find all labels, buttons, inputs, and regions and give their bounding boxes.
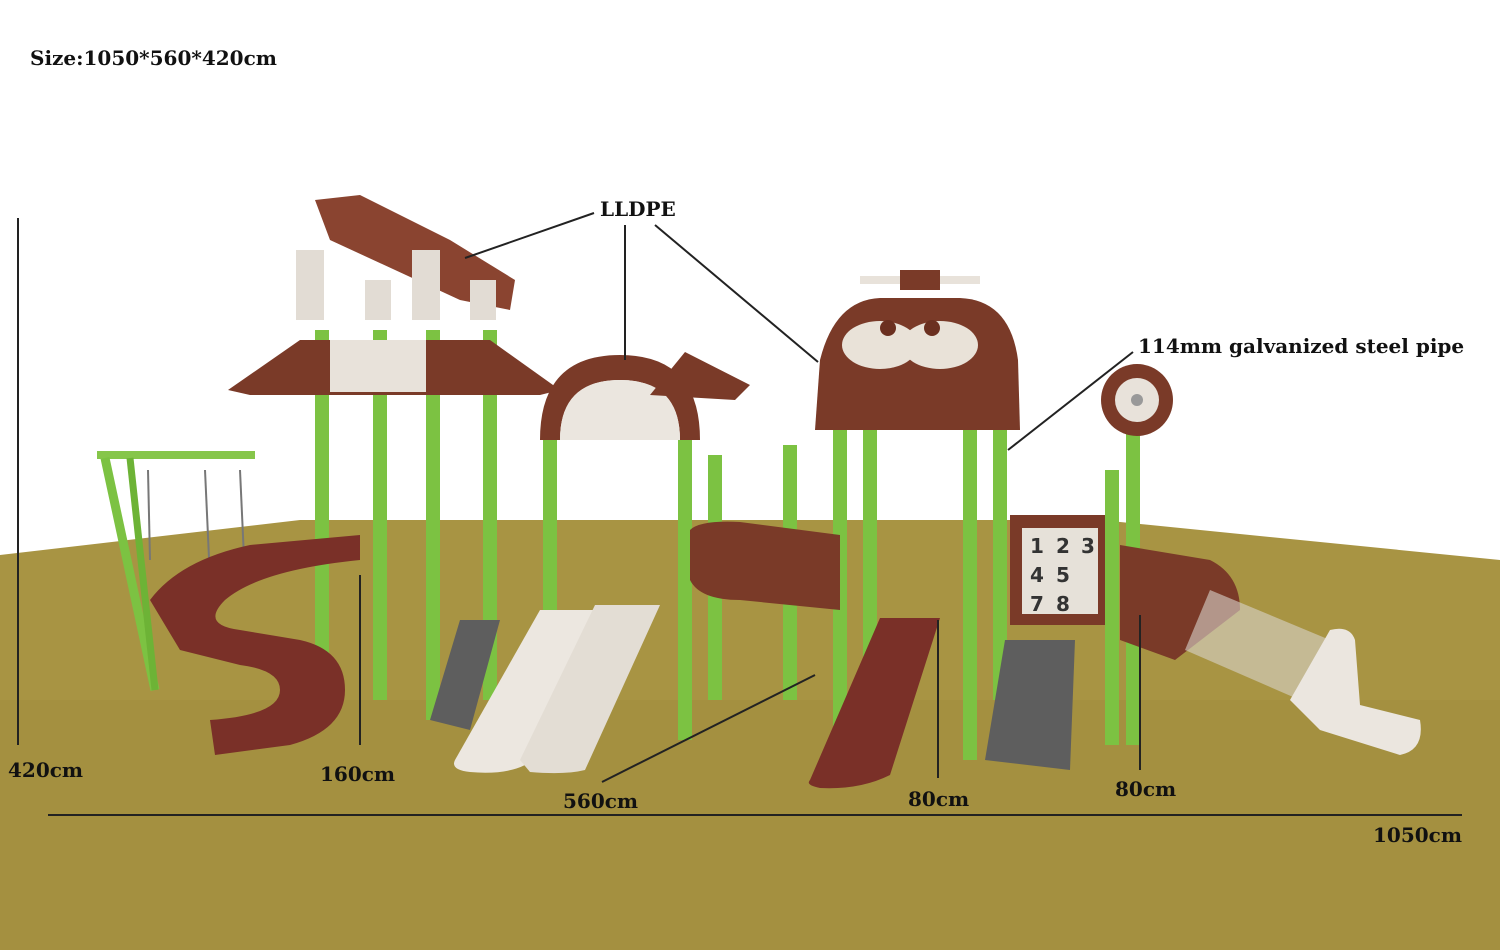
panel-digit: 3 bbox=[1081, 534, 1095, 558]
wheel-sign bbox=[1101, 364, 1173, 436]
panel-digit: 4 bbox=[1030, 563, 1044, 587]
material-label: LLDPE bbox=[600, 197, 676, 221]
tunnel-tube bbox=[690, 521, 1330, 700]
platform-height-label: 80cm bbox=[908, 787, 970, 811]
panel-digit: 8 bbox=[1056, 592, 1070, 616]
swing-set bbox=[97, 451, 255, 691]
arch-panel bbox=[540, 352, 750, 440]
platform-height-label: 160cm bbox=[320, 762, 396, 786]
panel-digit: 7 bbox=[1030, 592, 1044, 616]
dimension-lines bbox=[17, 212, 1462, 816]
size-label: Size:1050*560*420cm bbox=[30, 46, 277, 70]
number-panel bbox=[1010, 515, 1105, 625]
panel-digit: 5 bbox=[1056, 563, 1070, 587]
ground-shade bbox=[0, 700, 1500, 950]
slides bbox=[150, 535, 1421, 789]
height-total-label: 420cm bbox=[8, 758, 84, 782]
stairs bbox=[430, 620, 1075, 770]
depth-label: 560cm bbox=[563, 789, 639, 813]
width-total-label: 1050cm bbox=[1373, 823, 1463, 847]
roof-left bbox=[228, 195, 560, 395]
pipe-label: 114mm galvanized steel pipe bbox=[1138, 334, 1465, 358]
car-roof bbox=[815, 270, 1020, 430]
panel-digit: 2 bbox=[1056, 534, 1070, 558]
panel-digit: 1 bbox=[1030, 534, 1044, 558]
panel-digits: 1 2 3 4 5 7 8 bbox=[1030, 534, 1095, 616]
platform-height-label: 80cm bbox=[1115, 777, 1177, 801]
